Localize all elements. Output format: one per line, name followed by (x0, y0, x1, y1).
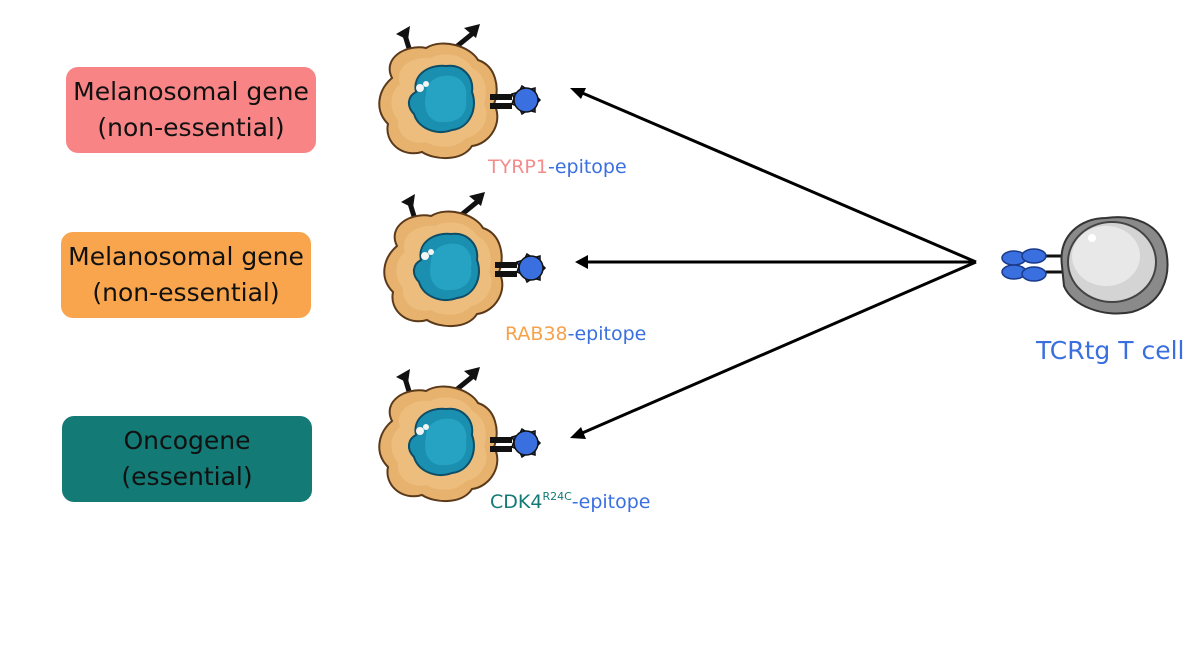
tcr-receptor (1001, 248, 1062, 282)
arrowhead-rab38 (575, 255, 588, 269)
category-box-melanosomal-rab38: Melanosomal gene (non-essential) (61, 232, 311, 318)
box-line2: (non-essential) (92, 278, 280, 307)
t-cell (1060, 216, 1169, 315)
epitope-label-rab38: RAB38-epitope (505, 322, 646, 345)
gene-name: RAB38 (505, 323, 568, 345)
tumor-cell-cdk4 (379, 367, 540, 501)
arrow-to-cdk4 (579, 260, 977, 436)
tumor-cell-tyrp1 (379, 24, 540, 158)
category-box-melanosomal-tyrp1: Melanosomal gene (non-essential) (66, 67, 316, 153)
box-line1: Melanosomal gene (68, 242, 304, 271)
epitope-label-tyrp1: TYRP1-epitope (488, 155, 627, 178)
epitope-suffix: -epitope (547, 156, 627, 178)
arrowhead-cdk4 (570, 427, 586, 439)
category-box-oncogene: Oncogene (essential) (62, 416, 312, 502)
gene-name: TYRP1 (488, 156, 548, 178)
box-line2: (non-essential) (97, 113, 285, 142)
box-line2: (essential) (121, 462, 253, 491)
epitope-suffix: -epitope (567, 323, 647, 345)
tcell-label: TCRtg T cell (1036, 336, 1185, 365)
box-line1: Oncogene (123, 426, 251, 455)
epitope-label-cdk4: CDK4R24C-epitope (490, 490, 651, 513)
tumor-cell-rab38 (384, 192, 545, 326)
arrowhead-tyrp1 (570, 88, 586, 99)
epitope-suffix: -epitope (571, 491, 651, 513)
box-line1: Melanosomal gene (73, 77, 309, 106)
arrow-to-tyrp1 (579, 90, 977, 264)
gene-name: CDK4 (490, 491, 543, 513)
gene-superscript: R24C (542, 490, 572, 503)
